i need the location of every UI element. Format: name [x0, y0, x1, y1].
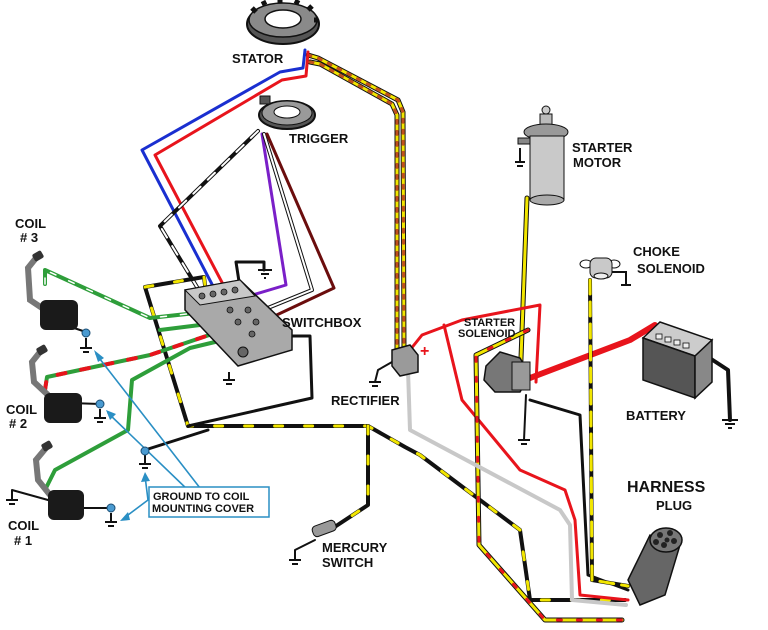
label-starter-solenoid-line1: STARTER — [464, 317, 515, 329]
stator — [246, 0, 320, 45]
coil-2 — [28, 344, 82, 423]
wire-rectifier-ground — [374, 361, 393, 383]
label-starter-solenoid-line2: SOLENOID — [458, 328, 516, 340]
ground-icon — [369, 381, 381, 387]
coil-cover-terminals — [81, 328, 150, 513]
label-harness: HARNESS — [627, 479, 706, 496]
wires — [11, 48, 732, 623]
label-choke-solenoid-line2: SOLENOID — [637, 261, 705, 276]
ground-icon — [518, 439, 530, 445]
wire-battery-positive — [527, 322, 658, 381]
label-coil2-line1: COIL — [6, 402, 37, 417]
wire-coil2-green-red — [43, 326, 232, 392]
labels: STATOR TRIGGER COIL # 3 COIL # 2 COIL # … — [6, 51, 706, 570]
starter-solenoid — [483, 351, 531, 393]
ground-icon — [80, 338, 92, 353]
switchbox — [183, 279, 293, 367]
ground-icon — [515, 148, 525, 167]
wire-stator-red — [153, 50, 310, 292]
wire-stator-blue — [140, 48, 307, 292]
ground-icon — [722, 419, 738, 429]
label-plug: PLUG — [656, 498, 692, 513]
wire-switchbox-ground — [234, 260, 266, 290]
ground-icon — [94, 409, 106, 423]
harness-plug — [627, 527, 683, 606]
label-coil3-line2: # 3 — [20, 230, 38, 245]
label-rectifier: RECTIFIER — [331, 393, 400, 408]
plus-sign: + — [420, 343, 429, 360]
label-coil2-line2: # 2 — [9, 416, 27, 431]
ground-icon — [105, 513, 117, 527]
label-starter-motor-line1: STARTER — [572, 140, 633, 155]
callout-arrowheads — [94, 350, 150, 521]
wire-switchbox-to-loop — [186, 334, 314, 428]
coil-3 — [24, 250, 78, 330]
wire-solenoid-ground — [523, 394, 527, 441]
wire-trigger-black-white — [158, 129, 260, 294]
wire-red-rectifier-solenoid — [408, 303, 542, 384]
label-trigger: TRIGGER — [289, 131, 349, 146]
terminal-dot — [95, 399, 105, 409]
wire-mercury-ground — [294, 539, 316, 561]
wire-starter-motor-inner — [518, 196, 529, 387]
terminal-dot — [106, 503, 116, 513]
wire-red-solenoid-plug — [442, 323, 630, 602]
callout-ground-to-coil: GROUND TO COIL MOUNTING COVER — [148, 486, 270, 518]
terminal-dot — [81, 328, 91, 338]
label-stator: STATOR — [232, 51, 284, 66]
choke-solenoid — [579, 257, 621, 280]
ground-icon — [139, 455, 151, 469]
ground-icon — [289, 559, 301, 565]
wire-gray-rectifier-plug — [406, 368, 628, 607]
label-mercury: MERCURY — [322, 540, 388, 555]
mercury-switch — [311, 519, 337, 538]
wire-mercury-switch — [328, 424, 370, 532]
wire-black-yellow-main — [143, 275, 627, 602]
trigger — [258, 95, 316, 130]
callout-line2: MOUNTING COVER — [152, 503, 254, 515]
terminal-dot — [140, 446, 150, 456]
label-starter-motor-line2: MOTOR — [573, 155, 622, 170]
wire-coil1-green — [43, 334, 242, 492]
wire-choke-solenoid — [588, 278, 630, 588]
wire-trigger-white — [256, 132, 314, 314]
wire-ground-cover — [143, 428, 210, 452]
wire-solenoid-yellow-red — [473, 327, 625, 623]
wire-coil1-left-ground — [11, 489, 49, 501]
ground-icon — [6, 499, 18, 505]
ground-icon — [223, 372, 235, 385]
label-coil1-line2: # 1 — [14, 533, 32, 548]
ground-icon — [258, 269, 272, 279]
rectifier — [391, 344, 419, 377]
wire-trigger-brown — [264, 132, 336, 322]
ground-icon — [612, 271, 631, 286]
label-coil1-line1: COIL — [8, 518, 39, 533]
label-switchbox: SWITCHBOX — [282, 315, 362, 330]
label-coil3-line1: COIL — [15, 216, 46, 231]
starter-motor — [517, 105, 569, 206]
coil-1 — [32, 440, 84, 520]
battery — [641, 321, 714, 400]
label-choke-solenoid-line1: CHOKE — [633, 244, 680, 259]
label-switch: SWITCH — [322, 555, 373, 570]
ground-symbols — [6, 148, 738, 565]
wire-stator-to-rectifier — [305, 52, 407, 353]
callout-line1: GROUND TO COIL — [153, 491, 250, 503]
label-battery: BATTERY — [626, 408, 686, 423]
wire-coil3-green — [43, 268, 207, 320]
